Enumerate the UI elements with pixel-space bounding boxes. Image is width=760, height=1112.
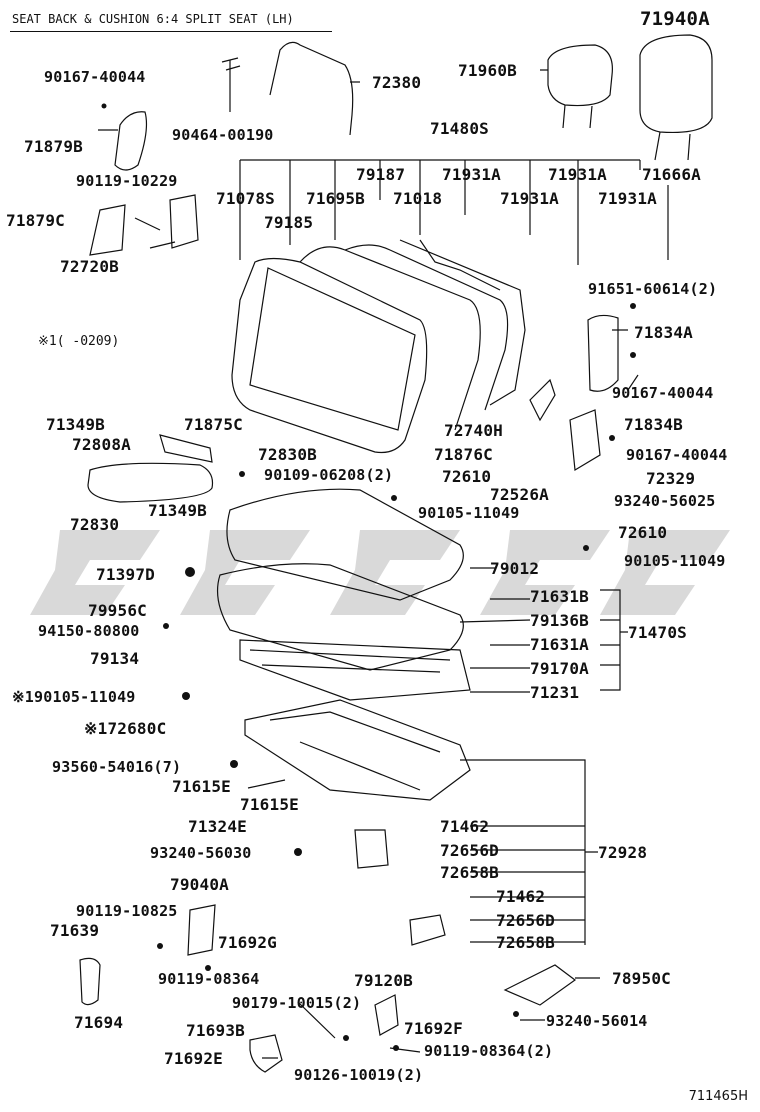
- part-label[interactable]: 72329: [646, 469, 696, 488]
- part-label[interactable]: 90167-40044: [44, 68, 146, 86]
- title-underline: [10, 31, 332, 32]
- part-label[interactable]: 71615E: [240, 795, 299, 814]
- part-label[interactable]: 93240-56025: [614, 492, 716, 510]
- part-label[interactable]: 79040A: [170, 875, 229, 894]
- part-label[interactable]: 72740H: [444, 421, 503, 440]
- part-label[interactable]: 71875C: [184, 415, 243, 434]
- part-label[interactable]: 79185: [264, 213, 314, 232]
- part-label[interactable]: 71462: [440, 817, 490, 836]
- part-label[interactable]: 72610: [618, 523, 668, 542]
- part-label[interactable]: 71349B: [148, 501, 207, 520]
- part-label[interactable]: 90109-06208(2): [264, 466, 394, 484]
- part-label[interactable]: 71960B: [458, 61, 517, 80]
- part-label[interactable]: 90119-08364(2): [424, 1042, 554, 1060]
- part-label[interactable]: 71876C: [434, 445, 493, 464]
- part-label[interactable]: 71931A: [548, 165, 607, 184]
- part-label[interactable]: 72720B: [60, 257, 119, 276]
- panel-71834A: [587, 314, 619, 392]
- part-label[interactable]: 71397D: [96, 565, 155, 584]
- part-label[interactable]: 71349B: [46, 415, 105, 434]
- part-label[interactable]: 93240-56014: [546, 1012, 648, 1030]
- part-label[interactable]: 90167-40044: [626, 446, 728, 464]
- part-label[interactable]: 79956C: [88, 601, 147, 620]
- part-label[interactable]: 72808A: [72, 435, 131, 454]
- armrest-72830: [87, 462, 214, 503]
- part-label[interactable]: 90105-11049: [624, 552, 726, 570]
- part-label[interactable]: ※190105-11049: [12, 688, 136, 706]
- part-label[interactable]: 71931A: [442, 165, 501, 184]
- diagram-title: SEAT BACK & CUSHION 6:4 SPLIT SEAT (LH): [12, 12, 294, 26]
- part-label[interactable]: 71694: [74, 1013, 124, 1032]
- part-label[interactable]: ※172680C: [84, 719, 167, 738]
- headrest-71960B: [547, 44, 613, 107]
- part-label[interactable]: 71324E: [188, 817, 247, 836]
- part-label[interactable]: 72380: [372, 73, 422, 92]
- part-label[interactable]: 90105-11049: [418, 504, 520, 522]
- part-label[interactable]: 78950C: [612, 969, 671, 988]
- frame-72928: [244, 699, 471, 801]
- headrest-71940A: [639, 34, 713, 134]
- part-label[interactable]: 72830B: [258, 445, 317, 464]
- part-label[interactable]: 71693B: [186, 1021, 245, 1040]
- part-label[interactable]: 71631B: [530, 587, 589, 606]
- part-label[interactable]: 71470S: [628, 623, 687, 642]
- part-label[interactable]: 90119-08364: [158, 970, 260, 988]
- part-label[interactable]: 71834A: [634, 323, 693, 342]
- part-label[interactable]: 90179-10015(2): [232, 994, 362, 1012]
- part-label[interactable]: 93240-56030: [150, 844, 252, 862]
- part-label[interactable]: 79012: [490, 559, 540, 578]
- part-label[interactable]: 71931A: [598, 189, 657, 208]
- part-label[interactable]: 71931A: [500, 189, 559, 208]
- part-label[interactable]: 79187: [356, 165, 406, 184]
- part-label[interactable]: 71666A: [642, 165, 701, 184]
- part-label[interactable]: 72656D: [440, 841, 499, 860]
- part-label[interactable]: 94150-80800: [38, 622, 140, 640]
- part-label[interactable]: 93560-54016(7): [52, 758, 182, 776]
- part-label[interactable]: 71879C: [6, 211, 65, 230]
- part-label[interactable]: 71692G: [218, 933, 277, 952]
- part-71879B: [114, 111, 148, 171]
- part-label[interactable]: 71631A: [530, 635, 589, 654]
- part-label[interactable]: 71695B: [306, 189, 365, 208]
- part-label[interactable]: 71692E: [164, 1049, 223, 1068]
- part-label[interactable]: 71615E: [172, 777, 231, 796]
- part-label[interactable]: 71879B: [24, 137, 83, 156]
- part-label[interactable]: 90126-10019(2): [294, 1066, 424, 1084]
- part-label[interactable]: 90119-10825: [76, 902, 178, 920]
- part-label[interactable]: 71834B: [624, 415, 683, 434]
- watermark-logo: [30, 530, 730, 615]
- part-label[interactable]: 79134: [90, 649, 140, 668]
- part-label[interactable]: 90119-10229: [76, 172, 178, 190]
- part-label[interactable]: 79136B: [530, 611, 589, 630]
- part-label[interactable]: 71078S: [216, 189, 275, 208]
- part-label[interactable]: 71480S: [430, 119, 489, 138]
- part-label[interactable]: 71639: [50, 921, 100, 940]
- part-label[interactable]: 90464-00190: [172, 126, 274, 144]
- part-label[interactable]: 72610: [442, 467, 492, 486]
- panel-71834B: [569, 409, 601, 472]
- part-label[interactable]: 90167-40044: [612, 384, 714, 402]
- part-label[interactable]: 72830: [70, 515, 120, 534]
- figure-number: 711465H: [688, 1089, 748, 1104]
- seat-cushion: [226, 488, 464, 601]
- part-label[interactable]: 72658B: [440, 863, 499, 882]
- part-label[interactable]: 72658B: [496, 933, 555, 952]
- part-label[interactable]: 71231: [530, 683, 580, 702]
- part-label[interactable]: 71940A: [640, 8, 710, 30]
- part-label[interactable]: 72526A: [490, 485, 549, 504]
- part-label[interactable]: 71692F: [404, 1019, 463, 1038]
- part-label[interactable]: 72656D: [496, 911, 555, 930]
- footnote-marker: ※1( -0209): [38, 334, 120, 349]
- part-label[interactable]: 71462: [496, 887, 546, 906]
- part-label[interactable]: 72928: [598, 843, 648, 862]
- seatback-frame: [231, 257, 428, 454]
- part-label[interactable]: 79120B: [354, 971, 413, 990]
- part-label[interactable]: 91651-60614(2): [588, 280, 718, 298]
- part-label[interactable]: 71018: [393, 189, 443, 208]
- part-label[interactable]: 79170A: [530, 659, 589, 678]
